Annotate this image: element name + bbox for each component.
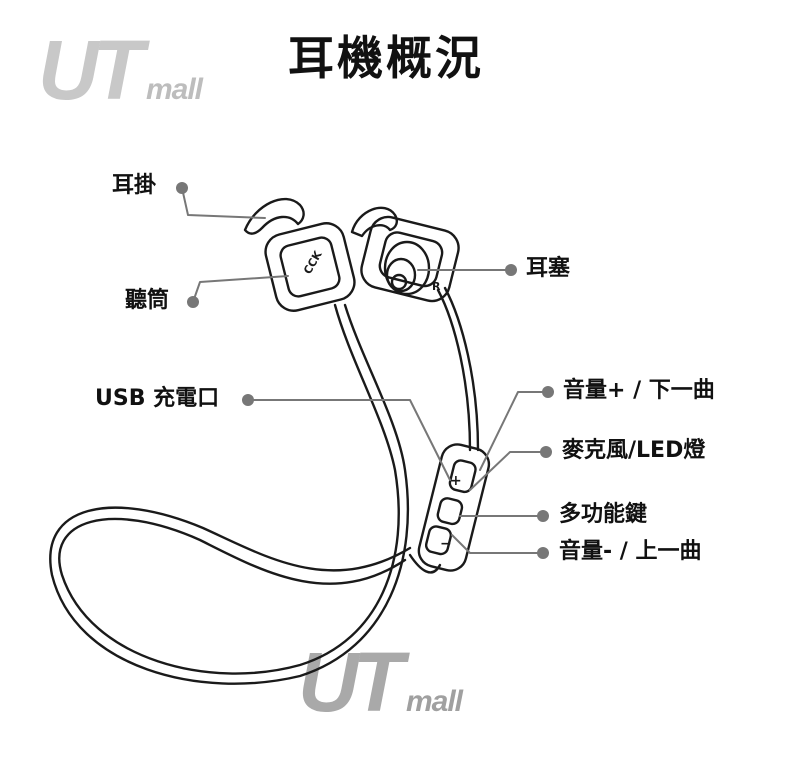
- right-housing: [360, 215, 460, 303]
- callout-lines: [181, 187, 549, 554]
- watermark-brand: UT: [298, 635, 404, 729]
- callout-line-ear-hook: [181, 187, 266, 219]
- left-ear-hook: [243, 197, 305, 235]
- label-usb-port: USB 充電口: [95, 386, 220, 411]
- watermark-brand: UT: [38, 23, 144, 117]
- watermark-suffix: mall: [145, 73, 203, 106]
- neckband-cable: [58, 303, 407, 675]
- label-multi-key: 多功能鍵: [559, 502, 648, 527]
- neckband-cable-inner: [49, 303, 412, 685]
- label-volume-up: 音量+ / 下一曲: [563, 378, 715, 403]
- svg-text:−: −: [440, 536, 452, 552]
- callout-dots: [176, 182, 554, 559]
- page-title: 耳機概況: [288, 31, 484, 85]
- watermark-suffix: mall: [405, 685, 463, 718]
- label-mic-led: 麥克風/LED燈: [562, 438, 706, 463]
- right-cable: [443, 286, 480, 452]
- right-ear-hook: [350, 206, 398, 238]
- callout-line-receiver: [192, 275, 289, 303]
- callout-line-usb: [247, 399, 451, 481]
- label-earplug: 耳塞: [526, 256, 571, 281]
- callout-line-volume-up: [479, 391, 549, 471]
- right-cable-inner: [436, 288, 472, 452]
- side-mark: R: [432, 280, 441, 293]
- ear-tip: [383, 240, 431, 296]
- inline-remote: [417, 443, 491, 572]
- svg-text:+: +: [450, 473, 462, 489]
- label-ear-hook: 耳掛: [112, 173, 157, 198]
- label-receiver: 聽筒: [125, 288, 170, 313]
- label-volume-down: 音量- / 上一曲: [559, 539, 702, 564]
- callout-line-volume-down: [451, 534, 544, 554]
- brand-mark: CCK: [301, 248, 325, 276]
- callout-line-mic-led: [469, 451, 547, 491]
